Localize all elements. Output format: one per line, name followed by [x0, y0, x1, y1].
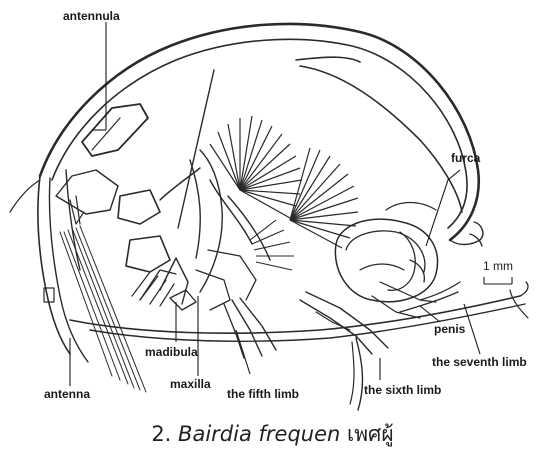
- label-penis: penis: [434, 322, 466, 336]
- caption-species: Bairdia frequen: [178, 422, 340, 446]
- caption-number: 2.: [151, 422, 171, 446]
- antenna-structure: [10, 170, 146, 392]
- label-the-sixth-limb: the sixth limb: [364, 383, 441, 397]
- figure-caption: 2. Bairdia frequen เพศผู้: [0, 418, 545, 451]
- label-furca: furca: [451, 151, 481, 165]
- seta-fan-right: [290, 148, 358, 248]
- label-the-fifth-limb: the fifth limb: [227, 387, 299, 401]
- furca-structure: [335, 203, 437, 319]
- label-the-seventh-limb: the seventh limb: [432, 355, 527, 369]
- antennula-structure: [82, 104, 148, 156]
- label-antenna: antenna: [44, 387, 90, 401]
- label-antennula: antennula: [63, 9, 120, 23]
- label-maxilla: maxilla: [170, 377, 211, 391]
- caption-sex: เพศผู้: [347, 422, 394, 446]
- label-madibula: madibula: [145, 345, 198, 359]
- label-scale-bar: 1 mm: [483, 259, 513, 273]
- seta-fan-lower: [250, 220, 294, 270]
